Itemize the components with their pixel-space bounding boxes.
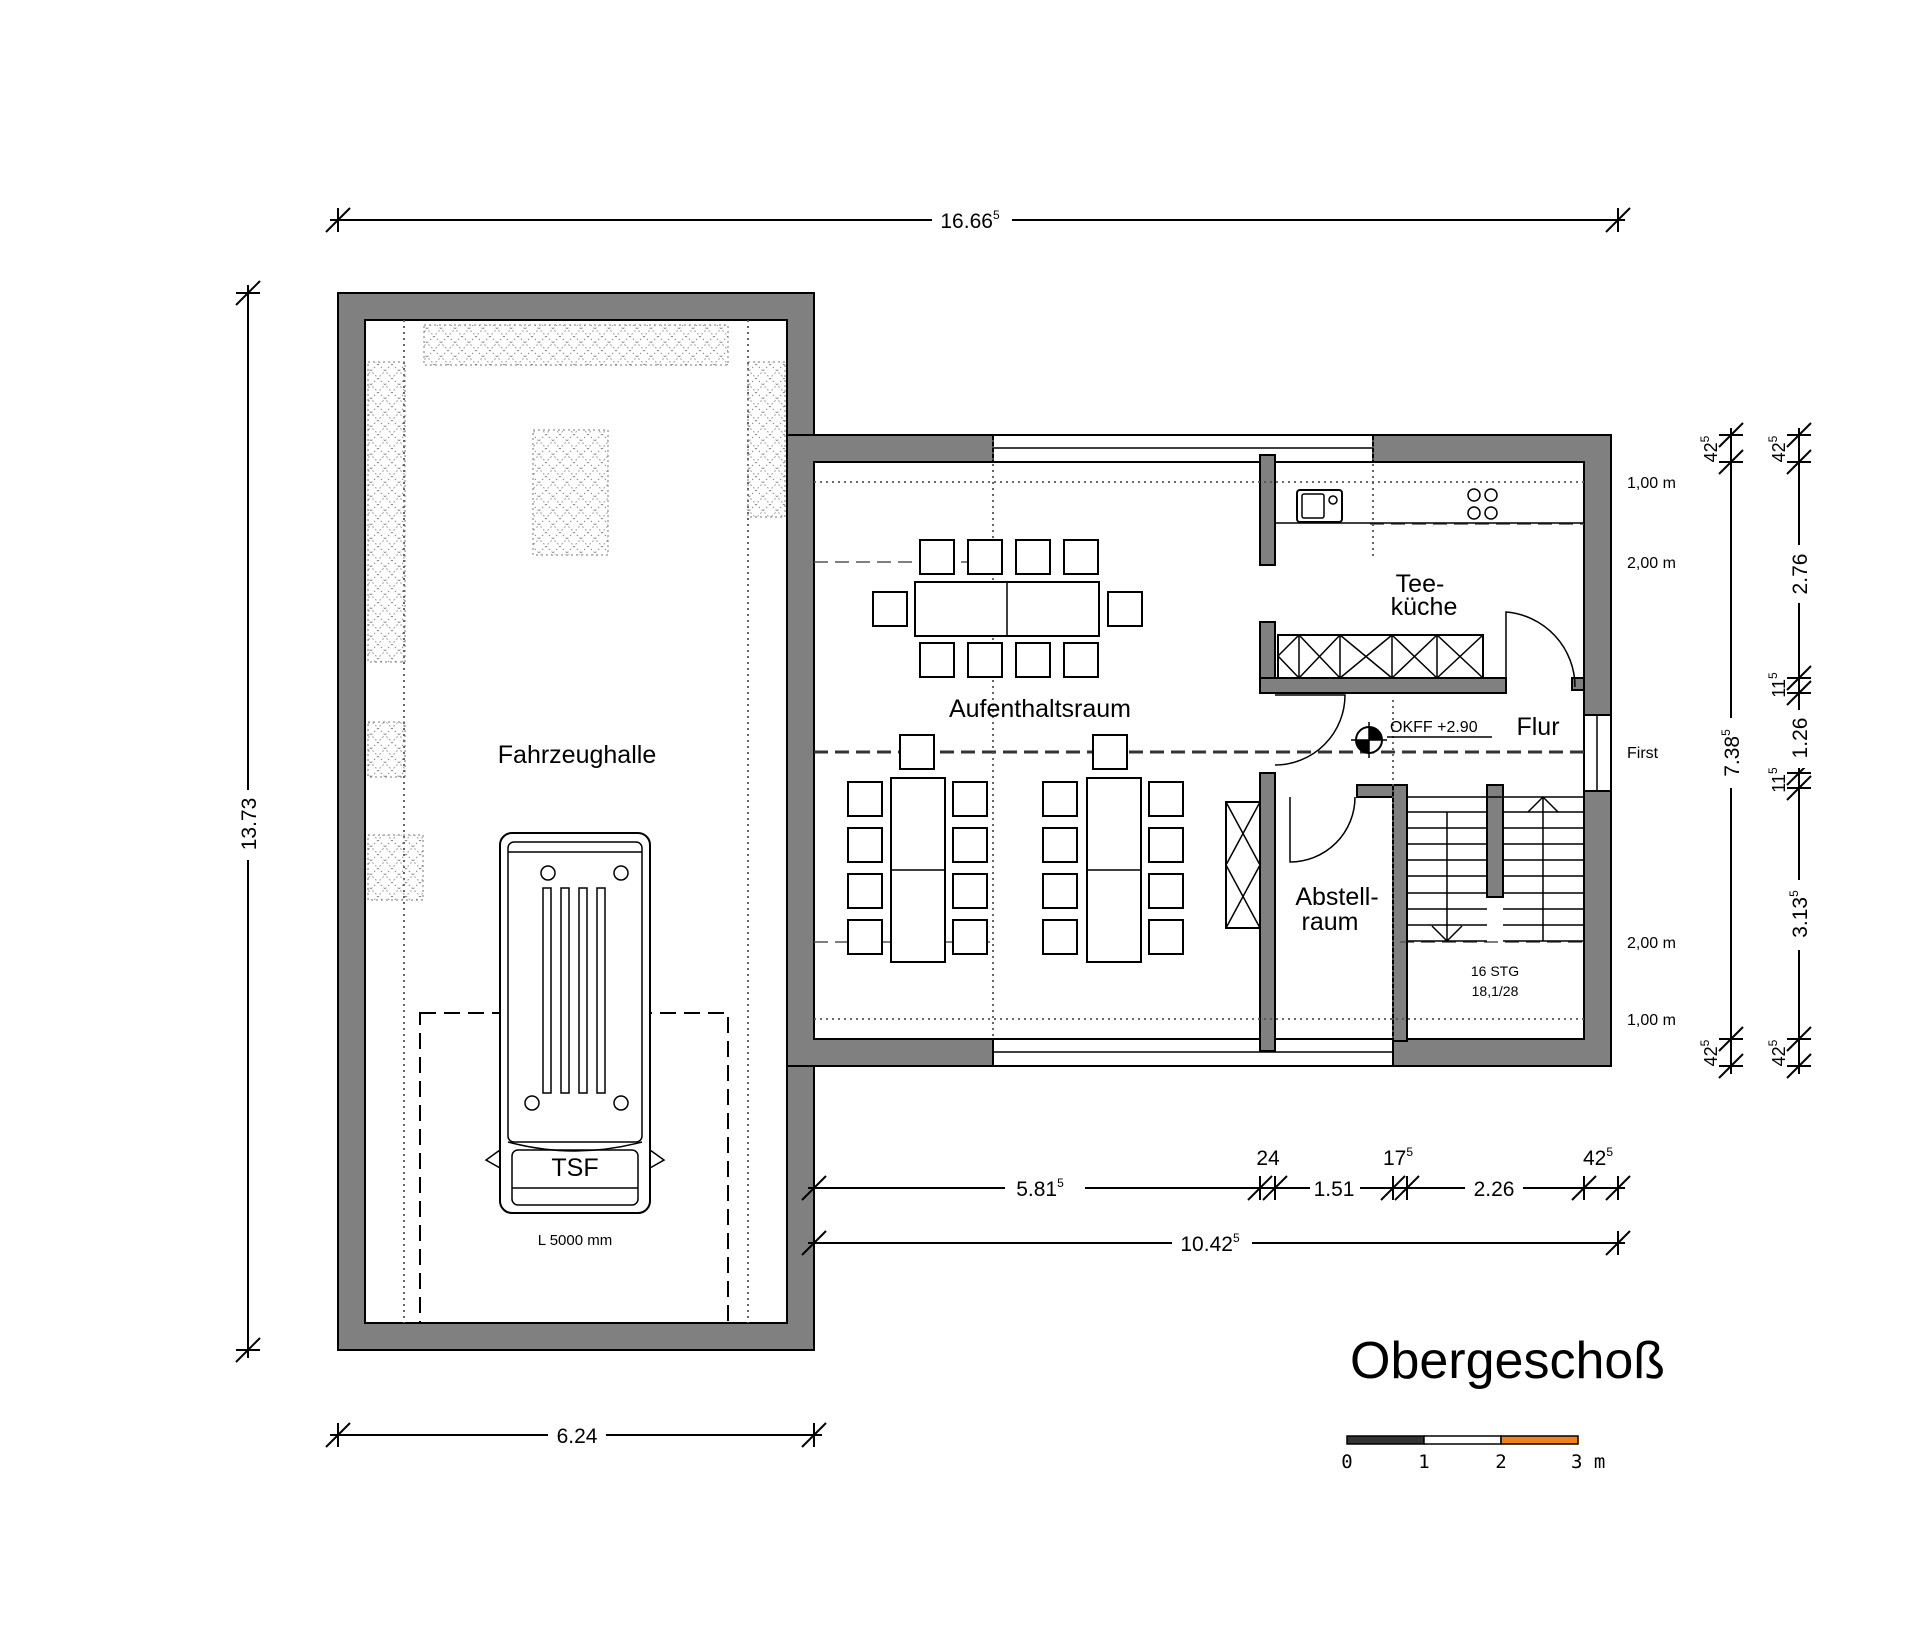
room-label-kitchen-1: Tee- <box>1396 570 1445 598</box>
kitchen-wall-bottom <box>1259 677 1507 694</box>
chair <box>1015 642 1051 678</box>
chair <box>919 642 955 678</box>
chair <box>952 827 988 863</box>
dim-right-outer: 425 <box>1698 435 1721 462</box>
storage-wall-right <box>1392 784 1408 1042</box>
stairs-ratio: 18,1/28 <box>1472 983 1519 999</box>
dim-right-chain: 425 <box>1766 435 1789 462</box>
chair <box>1042 873 1078 909</box>
chair <box>847 919 883 955</box>
stairs-steps: 16 STG <box>1471 963 1519 979</box>
dim-right-chain: 3.135 <box>1787 890 1812 938</box>
level-marker: OKFF +2.90 <box>1351 719 1492 758</box>
dim-chain: 1.51 <box>1314 1178 1355 1201</box>
dim-chain: 24 <box>1256 1147 1280 1170</box>
room-label-hallway: Flur <box>1516 713 1559 741</box>
scale-label: 2 <box>1495 1451 1506 1473</box>
chair <box>1107 591 1143 627</box>
dim-right-outer: 7.385 <box>1719 729 1744 777</box>
chair <box>1063 642 1099 678</box>
chair <box>1092 734 1128 770</box>
kitchen-wall-upper <box>1259 454 1276 566</box>
dim-chain: 425 <box>1583 1145 1613 1170</box>
dim-right-chain: 1.26 <box>1789 718 1812 759</box>
room-label-kitchen-2: küche <box>1391 593 1458 621</box>
dim-bottom-total: 10.425 <box>1180 1231 1240 1256</box>
vehicle-length: L 5000 mm <box>538 1232 612 1249</box>
roof-height-label: First <box>1627 745 1659 762</box>
lounge-furniture <box>847 539 1261 963</box>
dim-right-chain: 425 <box>1766 1039 1789 1066</box>
scale-segment <box>1423 1435 1502 1445</box>
dim-chain: 5.815 <box>1016 1176 1064 1201</box>
chair <box>1063 539 1099 575</box>
staircase: 16 STG 18,1/28 <box>1406 795 1584 1039</box>
dim-right-chain: 115 <box>1766 767 1789 793</box>
room-label-storage-2: raum <box>1302 908 1359 936</box>
storage-wall-left <box>1259 772 1276 1052</box>
dimension-lines: 16.665 13.73 6.24 10.425 5.815 24 1.51 1… <box>232 206 1815 1449</box>
sink <box>1296 489 1343 523</box>
chair <box>847 873 883 909</box>
roof-height-labels: 1,00 m 2,00 m First 2,00 m 1,00 m <box>1627 475 1676 1029</box>
vehicle-label: TSF <box>551 1154 598 1182</box>
roof-height-label: 2,00 m <box>1627 555 1676 572</box>
room-label-lounge: Aufenthaltsraum <box>949 695 1131 723</box>
scale-segment <box>1346 1435 1425 1445</box>
chair <box>967 539 1003 575</box>
level-mark-label: OKFF +2.90 <box>1390 719 1478 736</box>
chair <box>847 827 883 863</box>
cabinet <box>1225 801 1261 929</box>
chair <box>1042 919 1078 955</box>
room-labels: Fahrzeughalle Aufenthaltsraum Tee- küche… <box>498 570 1560 936</box>
vehicle-tsf: TSF L 5000 mm <box>484 832 666 1249</box>
doors <box>1274 611 1576 863</box>
chair <box>952 781 988 817</box>
chair <box>952 919 988 955</box>
tea-kitchen <box>1275 488 1584 679</box>
chair <box>1042 827 1078 863</box>
dim-left-total: 13.73 <box>238 798 261 851</box>
chair <box>1148 873 1184 909</box>
chair <box>1042 781 1078 817</box>
dim-top-total: 16.665 <box>940 208 1000 233</box>
scale-label: 0 <box>1341 1451 1352 1473</box>
hatched-areas <box>367 324 786 901</box>
chair <box>1148 919 1184 955</box>
plan-title: Obergeschoß <box>1350 1332 1665 1390</box>
chair <box>967 642 1003 678</box>
kitchen-cabinets <box>1277 634 1484 679</box>
room-label-storage-1: Abstell- <box>1295 883 1378 911</box>
chair <box>872 591 908 627</box>
dim-right-outer: 425 <box>1698 1039 1721 1066</box>
door-kitchen <box>1505 611 1576 688</box>
chair <box>952 873 988 909</box>
room-label-hall: Fahrzeughalle <box>498 741 656 769</box>
dim-chain: 175 <box>1383 1145 1413 1170</box>
dim-right-chain: 115 <box>1766 672 1789 698</box>
roof-height-label: 1,00 m <box>1627 475 1676 492</box>
scale-label: 3 m <box>1571 1451 1605 1473</box>
chair <box>899 734 935 770</box>
chair <box>1148 827 1184 863</box>
door-lounge <box>1274 694 1346 766</box>
chair <box>1148 781 1184 817</box>
chair <box>1015 539 1051 575</box>
door-storage <box>1289 796 1356 863</box>
roof-height-label: 2,00 m <box>1627 935 1676 952</box>
chair <box>847 781 883 817</box>
stair-wall <box>1486 784 1504 898</box>
roof-height-lines <box>403 320 1584 1324</box>
dim-bottom-hall: 6.24 <box>557 1425 598 1448</box>
scale-bar: 0 1 2 3 m <box>1341 1435 1605 1473</box>
chair <box>919 539 955 575</box>
dim-right-chain: 2.76 <box>1789 554 1812 595</box>
scale-label: 1 <box>1418 1451 1429 1473</box>
roof-height-label: 1,00 m <box>1627 1012 1676 1029</box>
stove-burner <box>1467 488 1481 502</box>
dim-chain: 2.26 <box>1474 1178 1515 1201</box>
scale-segment <box>1500 1435 1579 1445</box>
